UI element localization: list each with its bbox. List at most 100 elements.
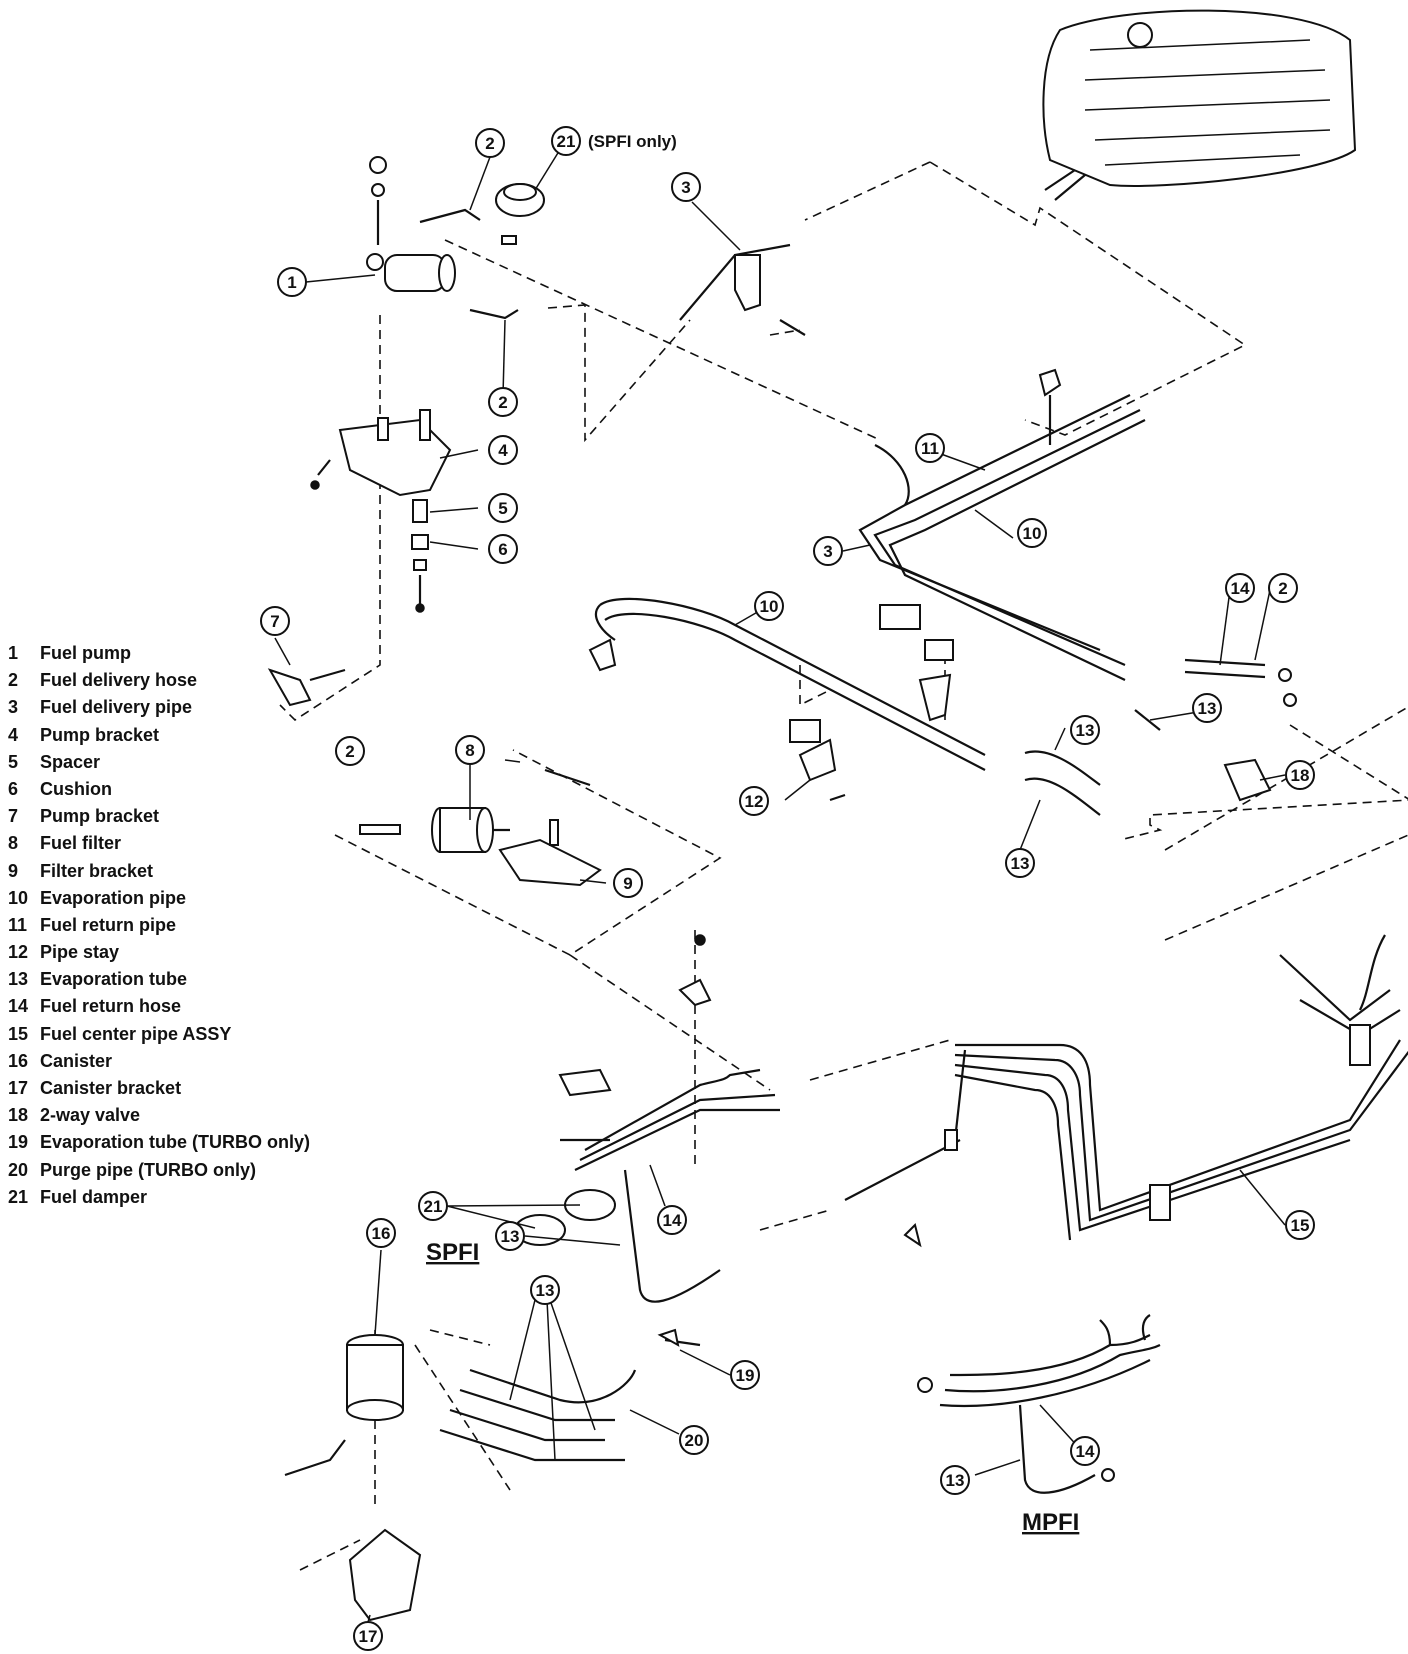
main-pipe-bundle [858, 368, 1146, 681]
legend-number: 13 [8, 969, 29, 990]
pipe-stay [789, 604, 954, 802]
legend-item: 20 Purge pipe (TURBO only) [8, 1157, 408, 1184]
svg-text:13: 13 [1011, 854, 1030, 873]
svg-text:13: 13 [536, 1281, 555, 1300]
svg-text:17: 17 [359, 1627, 378, 1646]
spfi-label: SPFI [426, 1239, 479, 1266]
callout-9: 9 [613, 868, 643, 898]
legend-item: 1 Fuel pump [8, 640, 408, 667]
callout-6: 6 [488, 534, 518, 564]
fuel-center-pipe-assy [954, 934, 1408, 1241]
callout-3a: 3 [671, 172, 701, 202]
legend-number: 1 [8, 643, 19, 663]
legend-number: 9 [8, 860, 19, 881]
filter-bracket [498, 819, 602, 887]
callout-leaders [274, 147, 1286, 1623]
legend-label: Canister [40, 1050, 113, 1071]
svg-text:14: 14 [1231, 579, 1250, 598]
legend-item: 10 Evaporation pipe [8, 885, 408, 912]
legend-label: Pump bracket [40, 724, 160, 745]
legend-label: Pipe stay [40, 942, 120, 963]
legend-label: Fuel delivery pipe [40, 697, 193, 718]
legend-item: 4 Pump bracket [8, 722, 408, 749]
legend-label: Spacer [40, 751, 101, 772]
legend-label: Fuel pump [40, 643, 131, 663]
callout-18: 18 [1285, 760, 1315, 790]
center-clip [678, 934, 712, 1007]
fuel-tank [1042, 9, 1357, 201]
legend-label: Evaporation tube (TURBO only) [40, 1132, 310, 1153]
callout-3b: 3 [813, 536, 843, 566]
pump-bracket [310, 409, 452, 497]
callout-5: 5 [488, 493, 518, 523]
callout-10a: 10 [754, 591, 784, 621]
callout-8: 8 [455, 735, 485, 765]
callout-4: 4 [488, 435, 518, 465]
callout-2a: 2 [475, 128, 505, 158]
mpfi-label: MPFI [1022, 1509, 1079, 1536]
legend-number: 16 [8, 1050, 29, 1071]
svg-text:13: 13 [1076, 721, 1095, 740]
legend-number: 5 [8, 751, 19, 772]
legend-item: 3 Fuel delivery pipe [8, 694, 408, 721]
svg-text:21: 21 [557, 132, 576, 151]
svg-text:18: 18 [1291, 766, 1310, 785]
legend-number: 7 [8, 806, 19, 827]
legend-label: Fuel delivery hose [40, 670, 198, 691]
legend-number: 19 [8, 1132, 29, 1153]
legend-label: Fuel damper [40, 1186, 148, 1207]
evaporation-pipe [588, 597, 986, 771]
svg-text:16: 16 [372, 1224, 391, 1243]
callout-15: 15 [1285, 1210, 1315, 1240]
legend-label: Evaporation pipe [40, 887, 187, 908]
callout-13c: 13 [1192, 693, 1222, 723]
legend-label: Purge pipe (TURBO only) [40, 1159, 256, 1180]
callout-14b: 14 [657, 1205, 687, 1235]
legend-number: 3 [8, 697, 19, 718]
legend-number: 21 [8, 1186, 29, 1207]
legend-item: 19 Evaporation tube (TURBO only) [8, 1129, 408, 1156]
svg-text:10: 10 [760, 597, 779, 616]
svg-text:13: 13 [501, 1227, 520, 1246]
callout-1: 1 [277, 267, 307, 297]
legend-number: 6 [8, 778, 19, 799]
legend-number: 10 [8, 887, 29, 908]
legend-label: Pump bracket [40, 806, 160, 827]
legend-number: 4 [8, 724, 19, 745]
svg-text:7: 7 [270, 612, 279, 631]
legend-number: 20 [8, 1159, 29, 1180]
callout-10b: 10 [1017, 518, 1047, 548]
callout-2d: 2 [1268, 573, 1298, 603]
delivery-hoses [359, 208, 519, 835]
callout-13f: 13 [940, 1465, 970, 1495]
callout-20: 20 [679, 1425, 709, 1455]
legend-item: 5 Spacer [8, 749, 408, 776]
legend-number: 14 [8, 996, 29, 1017]
callout-19: 19 [730, 1360, 760, 1390]
callout-14a: 14 [1225, 573, 1255, 603]
callout-2c: 2 [335, 736, 365, 766]
legend-item: 16 Canister [8, 1048, 408, 1075]
legend-item: 21 Fuel damper [8, 1184, 408, 1211]
spfi-only-note: (SPFI only) [588, 132, 677, 151]
lower-evap-tubes [439, 1328, 701, 1462]
fuel-delivery-pipe-clip [679, 243, 806, 336]
svg-text:14: 14 [663, 1211, 682, 1230]
legend-number: 18 [8, 1105, 29, 1126]
svg-text:2: 2 [498, 393, 507, 412]
callout-13a: 13 [1070, 715, 1100, 745]
svg-text:11: 11 [921, 439, 939, 458]
svg-text:1: 1 [287, 273, 296, 292]
svg-text:20: 20 [685, 1431, 704, 1450]
callout-13d: 13 [495, 1221, 525, 1251]
parts-legend: 1 Fuel pump 2 Fuel delivery hose 3 Fuel deliv… [8, 640, 408, 1211]
callout-12: 12 [739, 786, 769, 816]
legend-number: 15 [8, 1023, 29, 1044]
